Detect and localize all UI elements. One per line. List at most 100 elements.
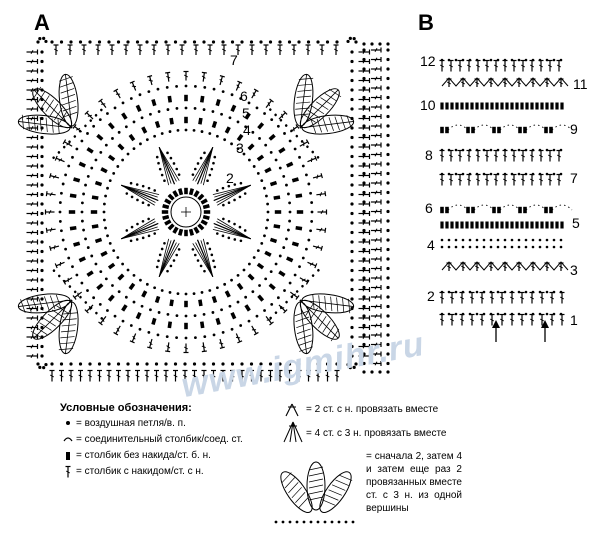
- single-crochet-mark: [236, 282, 244, 291]
- star-spike-ray: [192, 147, 214, 181]
- chain-stitch-mark: [285, 237, 288, 241]
- double-crochet-mark: [165, 342, 171, 353]
- double-crochet-mark: [26, 182, 39, 188]
- single-crochet-mark: [128, 133, 136, 142]
- double-crochet-mark: [509, 291, 515, 304]
- chain-stitch-mark: [269, 316, 272, 320]
- chain-stitch-mark: [517, 148, 521, 152]
- leaf-petal: [280, 471, 313, 513]
- double-crochet-mark: [516, 78, 522, 87]
- star-spike-ray: [158, 147, 177, 182]
- chain-stitch-mark: [517, 172, 521, 176]
- chain-stitch-mark: [223, 282, 227, 286]
- chain-stitch-mark: [461, 238, 465, 242]
- chain-stitch-mark: [258, 137, 261, 140]
- double-crochet-mark: [263, 44, 269, 55]
- chain-stitch-mark: [454, 290, 458, 294]
- chain-stitch-mark: [305, 173, 308, 177]
- chain-stitch-mark: [84, 301, 88, 304]
- chain-stitch-mark: [440, 148, 444, 152]
- single-crochet-mark: [164, 219, 172, 226]
- single-crochet-mark: [167, 95, 173, 103]
- single-crochet-mark: [520, 221, 524, 229]
- chain-stitch-mark: [104, 194, 107, 198]
- double-crochet-mark: [201, 71, 207, 82]
- chain-stitch-mark: [301, 284, 304, 288]
- double-crochet-mark: [457, 149, 463, 162]
- chain-stitch-mark: [362, 342, 366, 347]
- chain-stitch-mark: [221, 90, 225, 93]
- double-crochet-mark: [460, 262, 466, 271]
- chain-stitch-mark: [108, 179, 112, 183]
- single-crochet-mark: [184, 116, 188, 124]
- chain-stitch-mark: [317, 269, 320, 272]
- single-crochet-mark: [523, 206, 527, 214]
- chain-stitch-mark: [191, 173, 195, 176]
- chain-stitch-mark: [362, 219, 366, 223]
- single-crochet-mark: [466, 206, 470, 214]
- single-crochet-mark: [135, 312, 142, 320]
- double-crochet-mark: [95, 44, 101, 55]
- leaf-vein: [288, 482, 299, 494]
- double-crochet-mark: [489, 291, 495, 304]
- chain-stitch-mark: [350, 164, 354, 168]
- double-crochet-mark: [219, 338, 225, 349]
- double-crochet-mark: [371, 209, 382, 214]
- single-crochet-mark: [247, 273, 255, 281]
- chain-stitch-mark: [362, 152, 366, 157]
- chain-arch: [525, 204, 547, 211]
- chain-stitch-mark: [73, 135, 77, 138]
- double-crochet-mark: [26, 211, 39, 216]
- chain-stitch-mark: [350, 78, 354, 83]
- chain-stitch-mark: [288, 210, 292, 214]
- chain-stitch-mark: [545, 238, 549, 242]
- double-crochet-mark: [559, 291, 565, 304]
- double-crochet-mark: [113, 88, 121, 99]
- double-crochet-mark: [26, 144, 39, 150]
- star-spike-ray: [202, 147, 214, 186]
- double-crochet-mark: [26, 192, 39, 197]
- chain-stitch-mark: [99, 270, 103, 274]
- chain-stitch-mark: [362, 181, 366, 185]
- chain-stitch-mark: [208, 173, 212, 177]
- chain-stitch-mark: [88, 362, 92, 366]
- double-crochet-mark: [371, 304, 382, 309]
- double-crochet-mark: [230, 369, 235, 382]
- single-crochet-mark: [470, 221, 474, 229]
- chain-stitch-mark: [386, 42, 390, 46]
- single-crochet-mark: [523, 126, 527, 134]
- chain-stitch-mark: [330, 520, 334, 524]
- chain-stitch-mark: [158, 253, 162, 257]
- single-crochet-mark: [295, 193, 303, 199]
- chain-stitch-mark: [538, 238, 542, 242]
- single-crochet-mark: [264, 250, 272, 257]
- chain-stitch-mark: [202, 108, 206, 111]
- chain-stitch-mark: [230, 278, 233, 282]
- chain-stitch-mark: [362, 133, 366, 138]
- chain-stitch-mark: [517, 238, 521, 242]
- chain-stitch-mark: [287, 228, 290, 232]
- double-crochet-mark: [26, 49, 39, 55]
- chain-stitch-mark: [475, 238, 479, 242]
- chain-stitch-mark: [386, 266, 390, 271]
- chain-stitch-mark: [531, 245, 535, 249]
- chain-stitch-mark: [282, 175, 286, 178]
- tr4tog-post: [292, 421, 303, 443]
- chain-stitch-mark: [111, 284, 114, 287]
- chain-stitch-mark: [350, 211, 354, 216]
- chain-stitch-mark: [40, 278, 44, 282]
- chain-stitch-mark: [111, 137, 114, 140]
- chain-stitch-mark: [503, 148, 507, 152]
- double-crochet-mark: [371, 47, 382, 53]
- leaf-vein: [308, 478, 324, 483]
- double-crochet-mark: [251, 325, 259, 336]
- chain-stitch-mark: [545, 172, 549, 176]
- chain-stitch-mark: [203, 335, 207, 338]
- chain-stitch-mark: [362, 95, 366, 100]
- chain-stitch-mark: [40, 135, 44, 140]
- single-crochet-mark: [440, 221, 444, 229]
- chain-stitch-mark: [350, 240, 354, 244]
- double-crochet-mark: [312, 173, 323, 179]
- chain-stitch-mark: [73, 290, 77, 294]
- double-crochet-mark: [165, 71, 171, 82]
